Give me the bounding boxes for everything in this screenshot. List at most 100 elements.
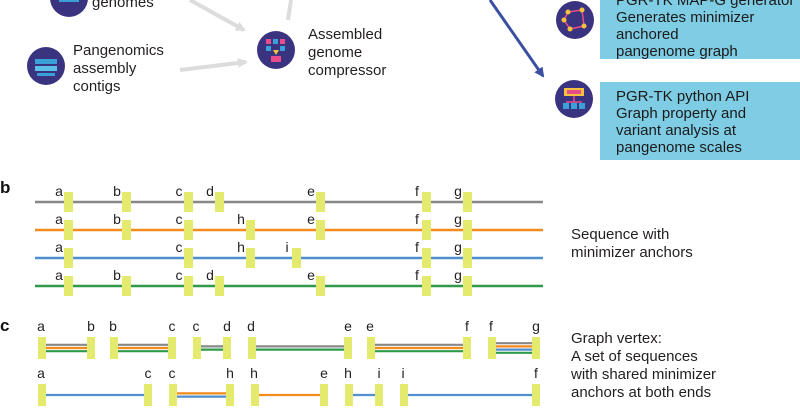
anchor-letter: h [237,239,245,255]
anchor-letter: c [176,183,183,199]
compressor-icon [257,31,295,69]
contigs-label-line: assembly [73,60,137,77]
minimizer-anchor [122,276,131,296]
vertex-anchor [367,337,375,359]
anchor-letter: a [55,183,63,199]
arrow-contigs-to-compressor [179,57,248,72]
anchor-letter: f [415,183,419,199]
vertex-anchor [226,384,234,406]
vertex-from-letter: b [109,318,117,334]
anchor-letter: g [454,267,462,283]
anchor-letter: i [285,239,288,255]
vertex-from-letter: e [366,318,374,334]
vertex-anchor [344,337,352,359]
minimizer-anchor [422,276,431,296]
minimizer-anchor [122,220,131,240]
vertex-anchor [144,384,152,406]
assembly-contigs-icon [27,47,65,85]
vertex-to-letter: i [377,365,380,381]
genomes-icon [50,0,88,17]
vertex-anchor [251,384,259,406]
vertex-from-letter: a [37,365,45,381]
vertex-to-letter: d [223,318,231,334]
minimizer-anchor [316,220,325,240]
minimizer-anchor [246,220,255,240]
side-text-line: A set of sequences [571,348,698,365]
compressor-label-line: Assembled [308,26,383,43]
vertex-from-letter: h [250,365,258,381]
vertex-from-letter: a [37,318,45,334]
minimizer-anchor [422,248,431,268]
vertex-anchor [532,384,540,406]
vertex-anchor [168,337,176,359]
vertex-anchor [463,337,471,359]
vertex-anchor [400,384,408,406]
vertex-anchor [320,384,328,406]
box-line: Generates minimizer [616,9,755,26]
panel-c-side-text: Graph vertex: A set of sequences with sh… [571,330,716,402]
minimizer-anchor [463,220,472,240]
minimizer-anchor [422,192,431,212]
arrow-top-to-compressor [286,0,293,21]
compressor-label-line: genome [308,44,363,61]
vertex-anchor [345,384,353,406]
vertex-to-letter: e [320,365,328,381]
genomes-label: genomes [92,0,154,11]
vertex-anchor [375,384,383,406]
side-text-line: Sequence with [571,226,670,243]
anchor-letter: d [206,183,214,199]
anchor-letter: b [113,183,121,199]
vertex-anchor [223,337,231,359]
minimizer-anchor [184,248,193,268]
minimizer-anchor [215,276,224,296]
panel-b-side-text: Sequence with minimizer anchors [571,226,693,262]
compressor-label: Assembled genome compressor [308,26,386,80]
anchor-letter: c [176,211,183,227]
map-g-generator-box: PGR-TK MAP-G generator Generates minimiz… [600,0,800,59]
compressor-label-line: compressor [308,62,387,79]
anchor-letter: e [307,211,315,227]
vertex-anchor [248,337,256,359]
vertex-to-letter: c [145,365,152,381]
minimizer-anchor [292,248,301,268]
minimizer-anchor [463,248,472,268]
box-line: Graph property and [616,105,747,122]
anchor-letter: c [176,267,183,283]
contigs-label-line: contigs [73,78,121,95]
anchor-letter: f [415,211,419,227]
contigs-label: Pangenomics assembly contigs [73,42,164,96]
vertex-from-letter: h [344,365,352,381]
anchor-letter: f [415,267,419,283]
anchor-letter: f [415,239,419,255]
vertex-anchor [38,337,46,359]
vertex-anchor [38,384,46,406]
vertex-anchor [532,337,540,359]
minimizer-anchor [463,192,472,212]
box-line: pangenome graph [616,43,738,59]
vertex-anchor [169,384,177,406]
minimizer-anchor [64,220,73,240]
arrow-genomes-to-compressor [189,0,246,32]
minimizer-anchor [64,248,73,268]
minimizer-anchor [316,192,325,212]
minimizer-anchor [64,276,73,296]
vertex-to-letter: b [87,318,95,334]
vertex-to-letter: f [465,318,469,334]
python-api-icon [555,80,593,118]
anchor-letter: b [113,267,121,283]
anchor-letter: a [55,239,63,255]
anchor-letter: a [55,211,63,227]
arrow-to-python-api [488,0,545,78]
vertex-anchor [193,337,201,359]
vertex-from-letter: f [489,318,493,334]
box-line: variant analysis at [616,122,737,139]
anchor-letter: b [113,211,121,227]
panel-b-label: b [0,178,11,197]
box-line: pangenome scales [616,139,742,156]
side-text-line: minimizer anchors [571,244,693,261]
minimizer-anchor [184,192,193,212]
minimizer-anchor [463,276,472,296]
